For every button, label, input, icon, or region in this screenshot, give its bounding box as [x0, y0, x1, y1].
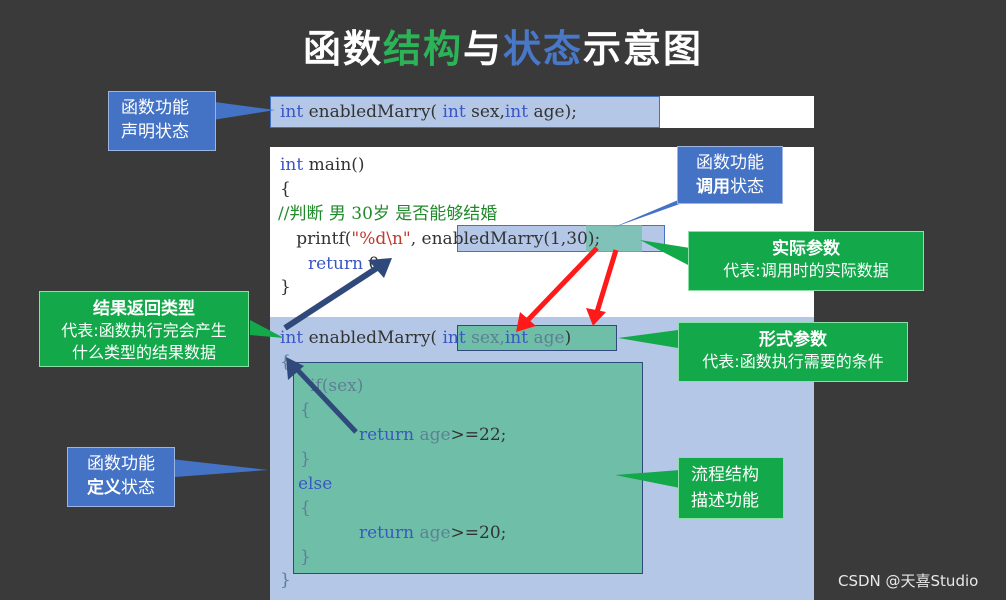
flow-callout-pointer — [615, 470, 680, 488]
call-state-callout: 函数功能 调用状态 — [677, 146, 783, 204]
title-part3: 与 — [462, 27, 503, 71]
title-part2: 结构 — [382, 27, 463, 71]
arrow-arg2-head — [586, 308, 606, 326]
def-if-open: { — [300, 400, 311, 420]
def-close: } — [280, 570, 291, 590]
main-line1: int main() — [280, 155, 365, 175]
title-part5: 示意图 — [583, 27, 704, 71]
watermark: CSDN @天喜Studio — [838, 572, 979, 590]
title-part4: 状态 — [503, 27, 584, 71]
page-title: 函数结构与状态示意图 — [0, 18, 1006, 73]
define-state-callout: 函数功能 定义状态 — [67, 447, 175, 507]
arrow-return-value — [290, 362, 358, 434]
return-type-callout: 结果返回类型 代表:函数执行完会产生 什么类型的结果数据 — [39, 291, 249, 367]
arrow-return-to-call-head — [368, 258, 392, 278]
main-line2: { — [280, 179, 291, 199]
arrow-return-to-call — [283, 263, 382, 331]
actual-callout-pointer — [640, 240, 690, 266]
actual-params-callout: 实际参数 代表:调用时的实际数据 — [688, 231, 924, 291]
flow-structure-callout: 流程结构 描述功能 — [678, 457, 784, 519]
def-if-close: } — [300, 449, 311, 469]
formal-args-highlight — [457, 325, 617, 351]
def-return1: return age>=22; — [359, 425, 507, 445]
def-signature: int enabledMarry( int sex,int age) — [280, 328, 572, 348]
title-part1: 函数 — [302, 27, 383, 71]
arrow-return-value-head — [286, 357, 304, 380]
def-else: else — [298, 474, 333, 494]
def-if-line: if(sex) — [310, 376, 364, 396]
main-comment: //判断 男 30岁 是否能够结婚 — [278, 204, 498, 224]
define-callout-pointer — [162, 458, 268, 478]
formal-callout-pointer — [618, 330, 678, 348]
arrow-arg2 — [594, 249, 619, 313]
declaration-code: int enabledMarry( int sex,int age); — [280, 102, 577, 122]
def-else-open: { — [300, 498, 311, 518]
formal-params-callout: 形式参数 代表:函数执行需要的条件 — [678, 322, 908, 382]
def-open: { — [280, 352, 291, 372]
def-return2: return age>=20; — [359, 523, 507, 543]
declare-callout-pointer — [200, 100, 275, 122]
return-callout-pointer — [250, 320, 284, 338]
arrow-arg1 — [524, 246, 599, 324]
def-else-close: } — [300, 547, 311, 567]
declare-state-callout: 函数功能 声明状态 — [108, 91, 216, 151]
main-printf-line: printf("%d\n", enabledMarry(1,30); — [280, 229, 601, 249]
main-close: } — [280, 277, 291, 297]
arrow-arg1-head — [516, 312, 536, 332]
declaration-highlight — [270, 96, 660, 128]
flow-structure-box — [293, 362, 643, 574]
